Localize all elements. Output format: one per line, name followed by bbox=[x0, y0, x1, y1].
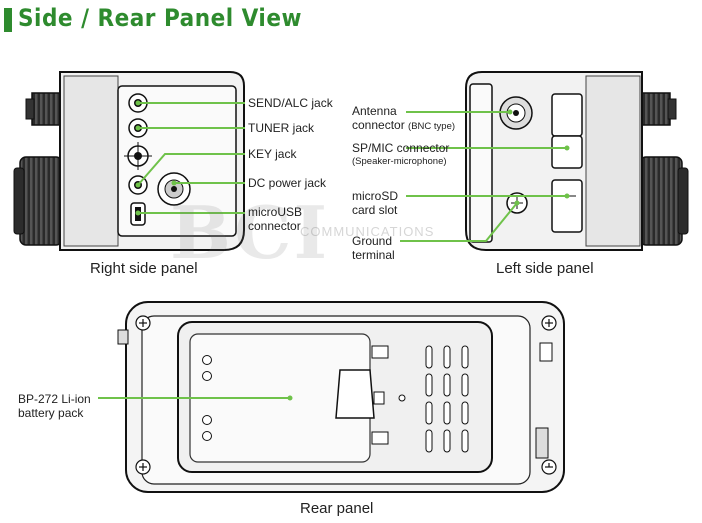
title-accent-bar bbox=[4, 8, 12, 32]
left-side-panel-caption: Left side panel bbox=[496, 260, 594, 277]
dc-power-jack-label: DC power jack bbox=[248, 176, 327, 190]
spmic-note: (Speaker-microphone) bbox=[352, 156, 447, 167]
antenna-note: (BNC type) bbox=[408, 121, 456, 132]
antenna-label-line1: Antenna bbox=[352, 104, 397, 118]
watermark-logo: BCI bbox=[170, 190, 330, 275]
microsd-label-line2: card slot bbox=[352, 203, 398, 217]
rear-panel-drawing bbox=[98, 301, 565, 493]
send-alc-jack-label: SEND/ALC jack bbox=[248, 96, 333, 110]
left-side-panel-drawing bbox=[400, 71, 689, 251]
spmic-label: SP/MIC connector bbox=[352, 141, 450, 155]
battery-label-line1: BP-272 Li-ion bbox=[18, 392, 91, 406]
page-title: Side / Rear Panel View bbox=[18, 4, 302, 32]
rear-panel-caption: Rear panel bbox=[300, 500, 374, 517]
microusb-label-line1: microUSB bbox=[248, 205, 303, 219]
key-jack-label: KEY jack bbox=[248, 147, 297, 161]
antenna-label-line2: connector (BNC type) bbox=[352, 118, 456, 132]
battery-label-line2: battery pack bbox=[18, 406, 84, 420]
watermark-text: COMMUNICATIONS bbox=[300, 224, 435, 239]
microusb-label-line2: connector bbox=[248, 219, 301, 233]
right-side-panel-caption: Right side panel bbox=[90, 260, 198, 277]
microsd-label-line1: microSD bbox=[352, 189, 399, 203]
tuner-jack-label: TUNER jack bbox=[248, 121, 315, 135]
ground-label-line1: Ground bbox=[352, 234, 393, 248]
right-side-panel-drawing bbox=[13, 71, 245, 251]
ground-label-line2: terminal bbox=[352, 248, 395, 262]
